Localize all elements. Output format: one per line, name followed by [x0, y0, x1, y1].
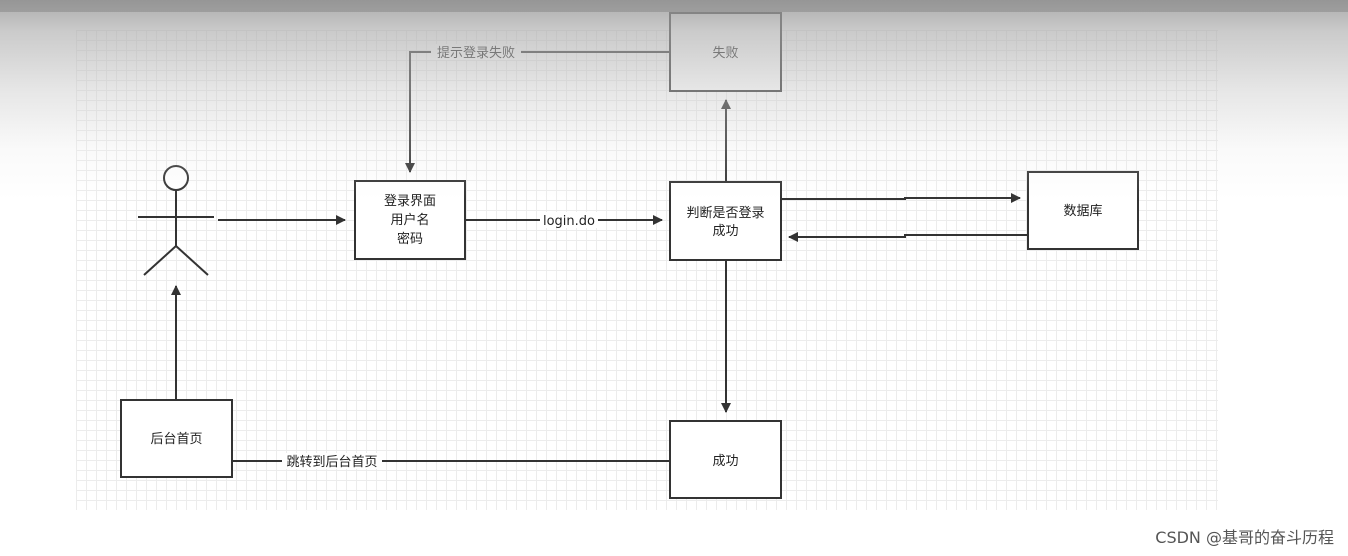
node-success[interactable]: 成功 — [669, 420, 782, 499]
edge-label-login-to-check: login.do — [543, 214, 595, 229]
node-login-label-line1: 登录界面 — [384, 194, 436, 209]
edge-label-fail-to-login: 提示登录失败 — [437, 45, 515, 61]
actor-head — [163, 165, 189, 191]
node-login[interactable]: 登录界面 用户名 密码 — [354, 180, 466, 260]
node-backend[interactable]: 后台首页 — [120, 399, 233, 478]
node-login-label-line2: 用户名 — [390, 212, 429, 228]
node-backend-box — [120, 399, 233, 478]
node-backend-label: 后台首页 — [150, 432, 202, 447]
edge-label-success-to-backend: 跳转到后台首页 — [286, 455, 377, 470]
actor-leg-right — [175, 245, 209, 276]
node-fail[interactable]: 失败 — [669, 12, 782, 92]
node-database[interactable]: 数据库 — [1027, 171, 1139, 250]
edge-database-to-check — [788, 232, 1028, 242]
node-login-label-line3: 密码 — [397, 231, 423, 247]
actor-leg-left — [143, 245, 177, 276]
node-check-label-line2: 成功 — [712, 224, 738, 239]
edge-fail-to-login — [405, 51, 670, 173]
edge-label-bg-login-do — [540, 212, 598, 228]
node-check-box — [669, 181, 782, 261]
node-database-label: 数据库 — [1063, 203, 1102, 219]
edge-label-bg-backend — [282, 453, 382, 469]
node-fail-label: 失败 — [712, 46, 738, 61]
watermark-text: CSDN @基哥的奋斗历程 — [1155, 528, 1334, 547]
actor-user-figure — [138, 165, 214, 276]
node-success-box — [669, 420, 782, 499]
node-check[interactable]: 判断是否登录 成功 — [669, 181, 782, 261]
edge-check-to-database — [781, 193, 1021, 203]
node-success-label: 成功 — [712, 454, 738, 469]
node-check-label-line1: 判断是否登录 — [686, 206, 764, 221]
